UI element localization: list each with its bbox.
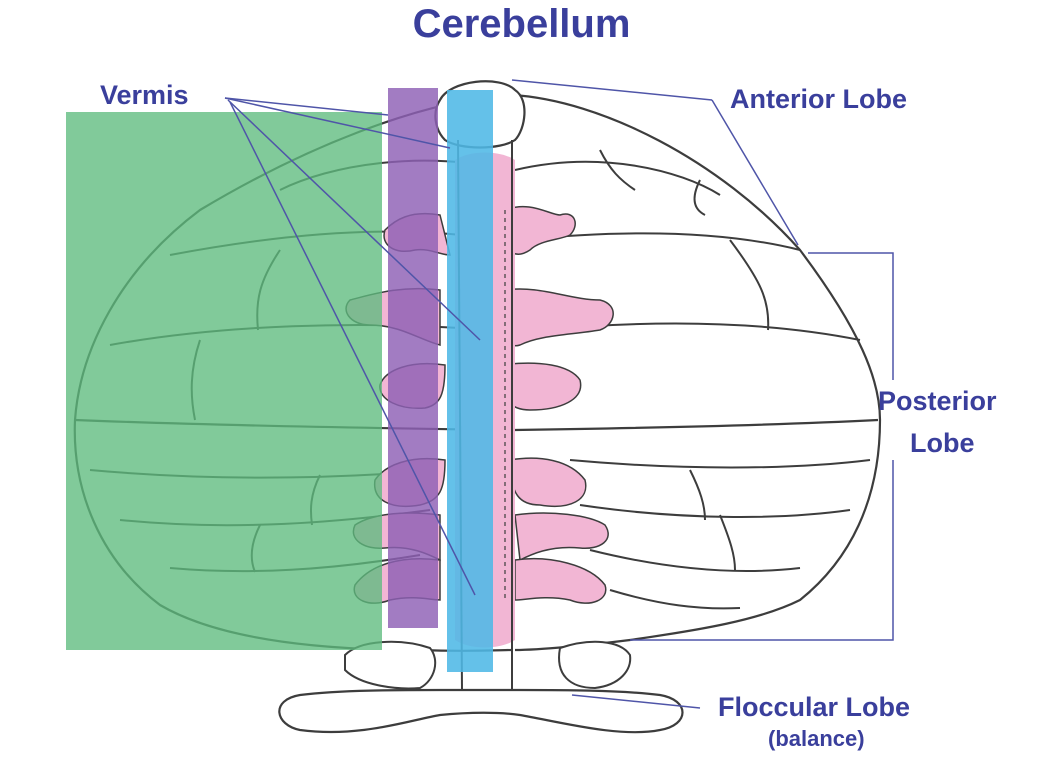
posterior-lobe-bracket: [630, 460, 894, 641]
vermis-lobule: [509, 457, 587, 507]
hemisphere-overlay: [66, 112, 382, 650]
folium-line: [579, 504, 851, 518]
folium-line: [589, 549, 801, 572]
anterior-lobe-leader: [511, 79, 713, 101]
anterior-lobe-label: Anterior Lobe: [730, 84, 908, 114]
folium-line: [689, 469, 706, 521]
folium-line: [514, 160, 721, 196]
folium-line: [599, 149, 636, 191]
vermis-lobule: [514, 512, 609, 562]
vermis-leader: [224, 97, 451, 149]
vermis-leader: [229, 101, 476, 596]
vermis-lobule: [514, 557, 607, 604]
posterior-lobe-label-line1: Posterior: [878, 386, 997, 416]
folium-line: [719, 514, 736, 571]
folium-line: [514, 418, 879, 432]
floccular-note-label: (balance): [768, 726, 865, 751]
folium-line: [693, 179, 706, 216]
floccular-nodule: [558, 640, 632, 690]
floccular-lobe-label: Floccular Lobe: [718, 692, 911, 722]
folium-line: [569, 459, 871, 469]
floccular-lobe-leader: [571, 694, 701, 709]
vermis-leader: [227, 99, 481, 341]
vermis-overlay: [388, 88, 438, 628]
vermis-label: Vermis: [100, 80, 189, 110]
diagram-title: Cerebellum: [412, 2, 631, 46]
posterior-lobe-bracket: [808, 252, 894, 380]
posterior-lobe-label-line2: Lobe: [910, 428, 975, 458]
anterior-lobe-leader: [711, 99, 799, 246]
leader-lines: [224, 79, 894, 709]
folium-line: [729, 239, 770, 331]
folium-line: [609, 589, 741, 610]
midline-overlay: [447, 90, 493, 672]
vermis-leader: [224, 97, 389, 116]
floccular-lobe-outline: [278, 688, 684, 734]
